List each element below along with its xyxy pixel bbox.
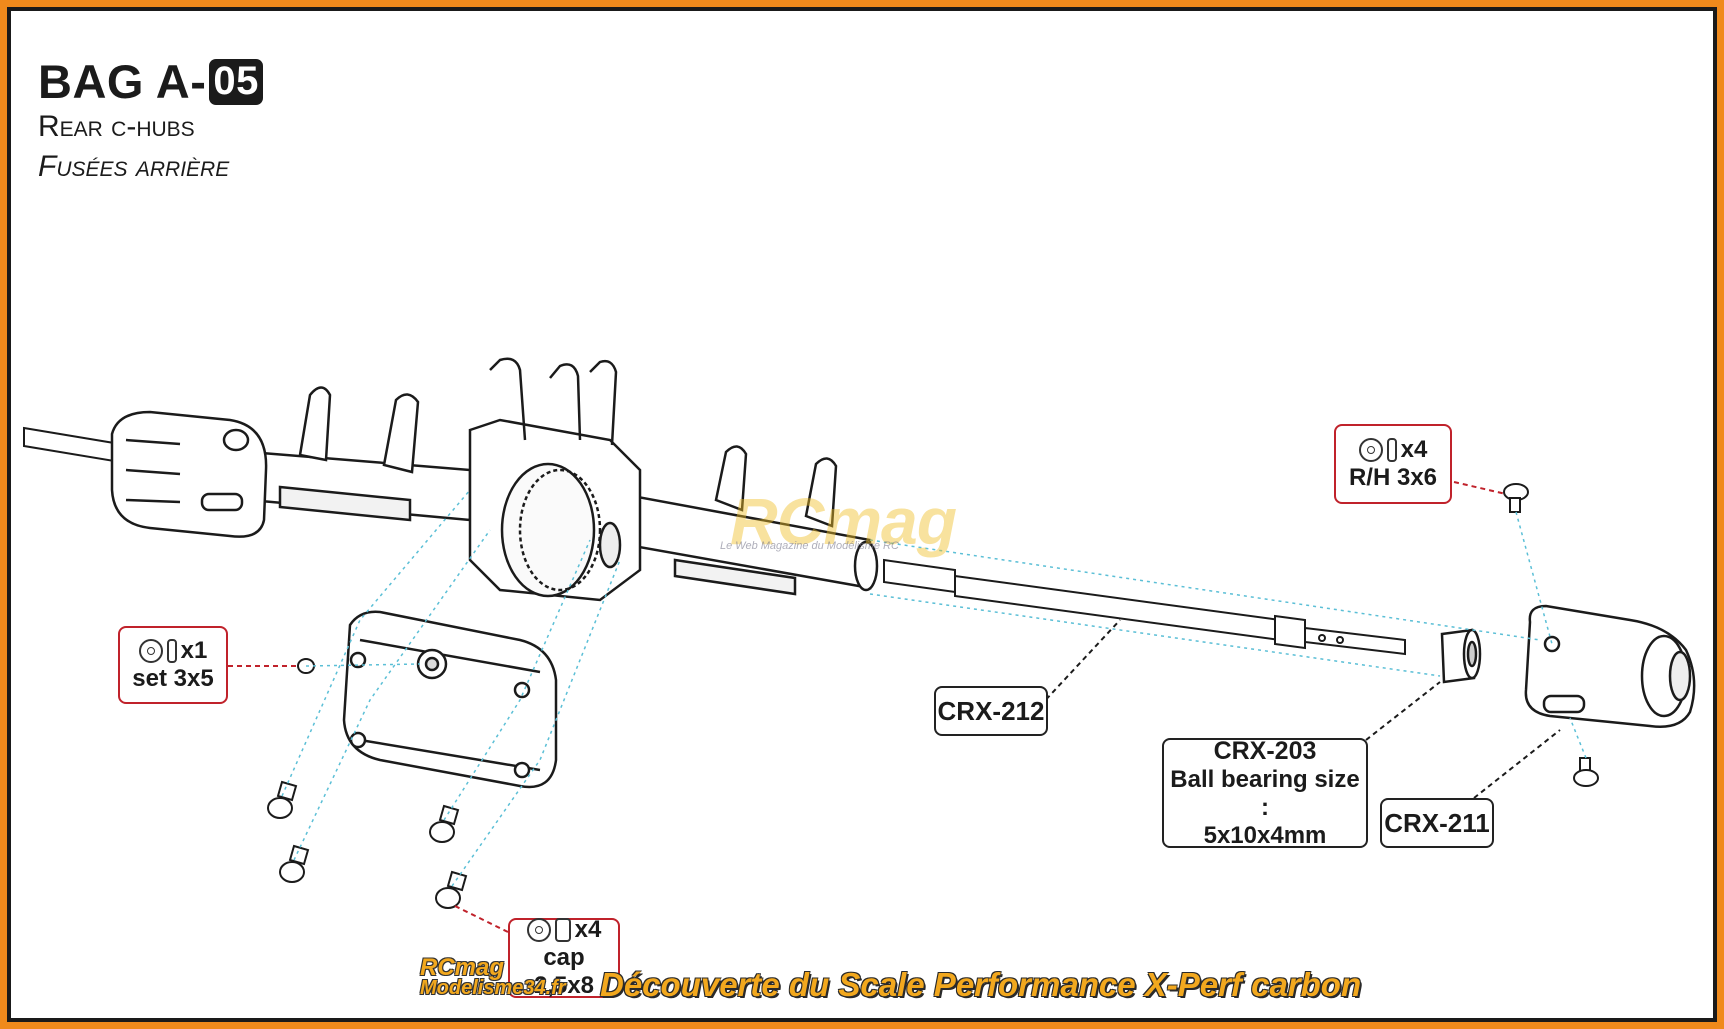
set-screw-callout: x1 set 3x5 — [118, 626, 228, 704]
ball-bearing — [1440, 628, 1482, 684]
screw-side-icon — [1386, 438, 1397, 462]
cap-screw-4 — [435, 870, 468, 909]
screw-side-icon — [554, 918, 571, 942]
rh-screw-bottom — [1573, 757, 1599, 787]
rh-screw-qty: x4 — [1400, 436, 1428, 463]
hardware-leader-lines — [228, 481, 1507, 935]
cap-screw-icons: x4 — [510, 916, 618, 944]
rh-screw-icons: x4 — [1336, 436, 1450, 464]
set-screw-icons: x1 — [120, 637, 226, 665]
washer-icon — [1358, 438, 1383, 462]
rcmag-watermark-tagline: Le Web Magazine du Modélisme RC — [720, 540, 899, 552]
cap-screw-1 — [267, 780, 298, 819]
cap-screw-callout: x4 cap 2,5x8 — [508, 916, 620, 999]
crx-212-text: CRX-212 — [937, 695, 1045, 726]
crx-211-text: CRX-211 — [1384, 807, 1490, 838]
footer-brand-line1: RCmag — [420, 954, 505, 981]
footer-brand-logo: RCmag Modelisme34.fr — [420, 954, 566, 999]
part-label-crx-203: CRX-203 Ball bearing size : 5x10x4mm — [1162, 736, 1368, 849]
diff-cover — [342, 610, 558, 789]
cap-screw-2 — [279, 844, 310, 883]
subtitle-english: Rear c-hubs — [38, 110, 195, 143]
crx-203-code: CRX-203 — [1213, 736, 1317, 765]
part-label-crx-212: CRX-212 — [934, 686, 1048, 736]
subtitle-french: Fusées arrière — [38, 150, 230, 183]
crx-203-line2: 5x10x4mm — [1203, 821, 1327, 849]
page-title: BAG A- 05 — [38, 54, 263, 109]
rcmag-watermark-logo: RCmag — [730, 484, 957, 558]
part-label-crx-211: CRX-211 — [1380, 798, 1494, 848]
footer-brand-line2: Modelisme34.fr — [420, 977, 566, 999]
assembly-guide-lines — [281, 489, 1587, 887]
part-leader-lines — [1039, 619, 1561, 799]
axle-shaft — [883, 558, 1406, 656]
rh-screw-callout: x4 R/H 3x6 — [1334, 424, 1452, 504]
rh-screw-name: R/H 3x6 — [1348, 464, 1438, 491]
left-axle-stub — [23, 426, 121, 464]
set-screw-name: set 3x5 — [132, 665, 214, 692]
footer-caption: Découverte du Scale Performance X-Perf c… — [600, 966, 1362, 1003]
screw-side-icon — [166, 639, 177, 663]
crx-203-line1: Ball bearing size : — [1170, 765, 1360, 821]
rh-screw-top — [1503, 483, 1529, 513]
set-screw-qty: x1 — [180, 637, 208, 664]
title-prefix: BAG A- — [38, 55, 207, 108]
washer-icon — [526, 918, 551, 942]
cap-screw-3 — [429, 804, 460, 843]
link-mounts — [298, 386, 838, 528]
differential-housing — [468, 357, 642, 602]
right-c-hub — [1524, 604, 1696, 728]
washer-icon — [138, 639, 163, 663]
cap-screw-name: cap 2,5x8 — [533, 944, 595, 999]
bag-number-badge: 05 — [209, 58, 263, 105]
cap-screw-qty: x4 — [574, 916, 602, 943]
axle-housing — [248, 450, 879, 596]
left-c-hub — [110, 410, 268, 538]
